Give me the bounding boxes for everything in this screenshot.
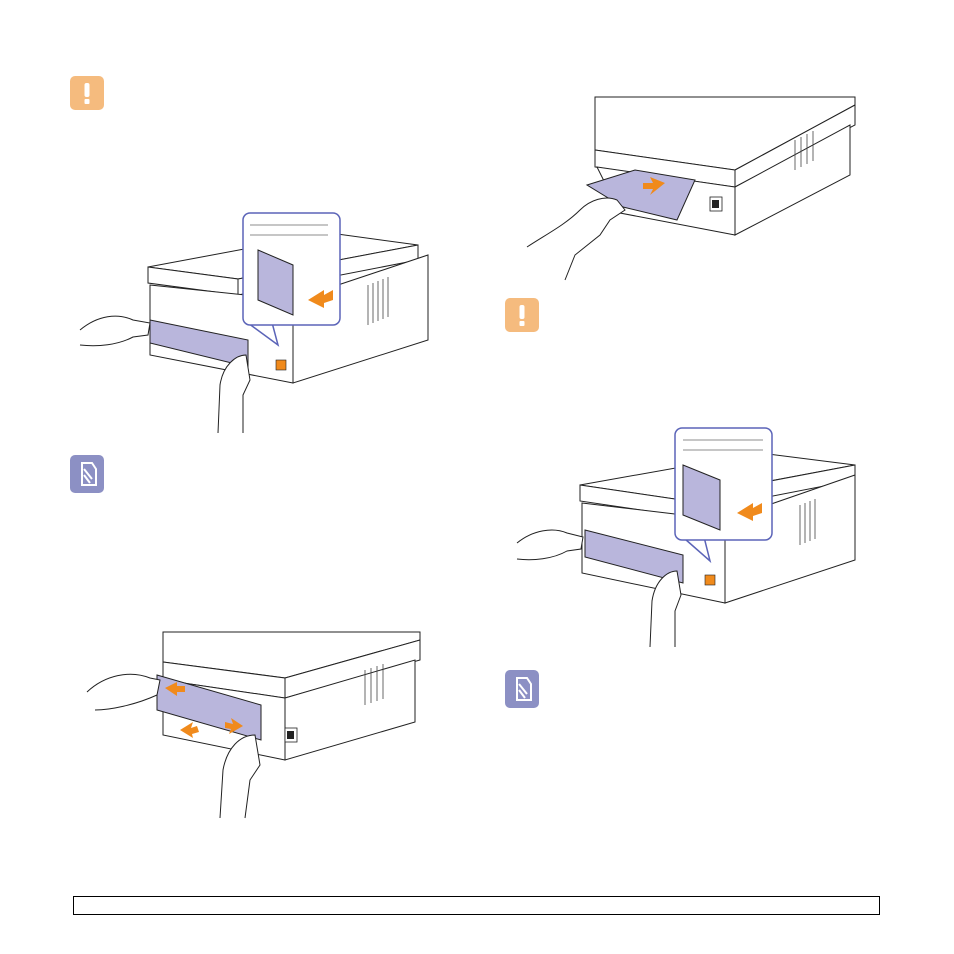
caution-icon <box>70 76 104 110</box>
footer-bar <box>73 896 880 915</box>
note-icon <box>70 455 104 493</box>
reattach-rear-cover-figure-2 <box>515 425 865 650</box>
reattach-rear-cover-figure <box>78 205 438 435</box>
pull-jammed-paper-figure <box>525 95 865 285</box>
caution-icon <box>505 298 539 332</box>
remove-rear-cover-figure <box>85 630 425 820</box>
note-icon <box>505 670 539 708</box>
